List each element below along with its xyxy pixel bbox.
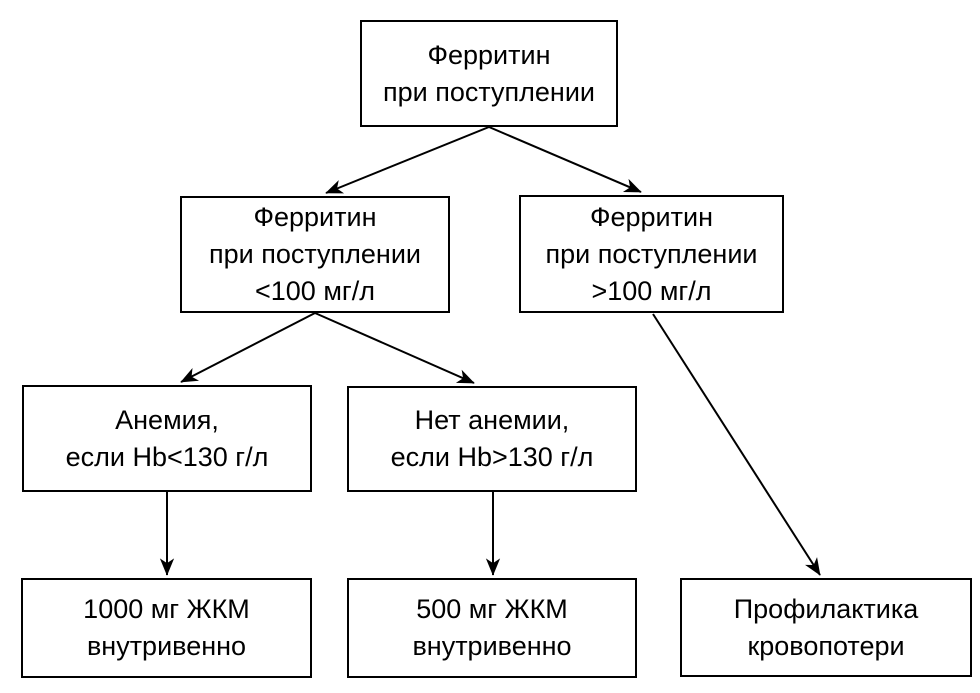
node-blood-loss-prophylaxis: Профилактика кровопотери <box>680 578 972 677</box>
node-text-line: внутривенно <box>412 631 572 661</box>
node-text-line: Ферритин <box>253 202 377 232</box>
node-text-line: Ферритин <box>427 39 551 70</box>
node-text-line: кровопотери <box>747 630 905 661</box>
node-text-line: Профилактика <box>733 593 919 624</box>
node-text-line: <100 мг/л <box>255 276 375 306</box>
edge-high-to-prophylaxis <box>652 313 821 576</box>
node-text-line: >100 мг/л <box>591 275 712 306</box>
node-dose-500mg: 500 мг ЖКМ внутривенно <box>347 578 637 678</box>
node-text-line: 500 мг ЖКМ <box>416 594 568 624</box>
node-ferritin-below-100: Ферритин при поступлении <100 мг/л <box>180 196 450 313</box>
node-text-line: если Hb<130 г/л <box>65 441 269 472</box>
node-text-line: Ферритин <box>589 201 714 232</box>
node-ferritin-admission: Ферритин при поступлении <box>360 20 618 127</box>
node-no-anemia: Нет анемии, если Hb>130 г/л <box>347 386 637 492</box>
node-text-line: при поступлении <box>545 238 758 269</box>
node-text-line: Анемия, <box>115 404 219 435</box>
edge-low-to-no-anemia <box>314 312 475 384</box>
edge-low-to-anemia <box>180 312 316 383</box>
node-text-line: Нет анемии, <box>414 405 570 435</box>
node-anemia: Анемия, если Hb<130 г/л <box>22 385 312 492</box>
node-ferritin-above-100: Ферритин при поступлении >100 мг/л <box>519 195 784 313</box>
edge-root-to-ferritin-high <box>488 126 642 193</box>
node-dose-1000mg: 1000 мг ЖКМ внутривенно <box>21 578 312 678</box>
node-text-line: если Hb>130 г/л <box>390 442 594 472</box>
edge-root-to-ferritin-low <box>325 126 490 194</box>
node-text-line: 1000 мг ЖКМ <box>83 594 250 624</box>
node-text-line: внутривенно <box>86 631 247 661</box>
node-text-line: при поступлении <box>383 76 595 107</box>
node-text-line: при поступлении <box>209 239 421 269</box>
